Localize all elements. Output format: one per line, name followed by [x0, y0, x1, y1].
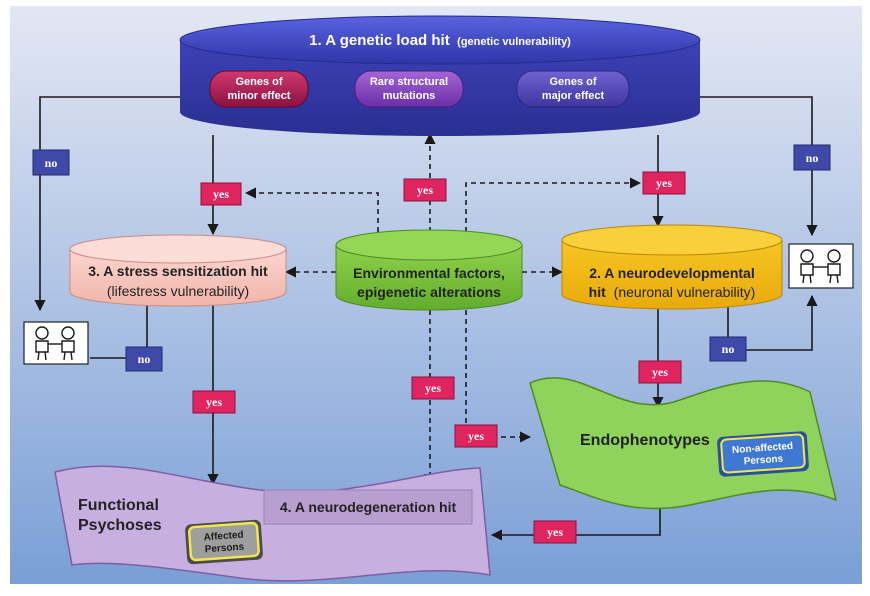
svg-text:Persons: Persons: [204, 542, 245, 556]
neurodev-line2: hit (neuronal vulnerability): [589, 284, 756, 300]
svg-text:Persons: Persons: [743, 454, 784, 468]
badge-no-right-lower: no: [709, 336, 747, 362]
stress-line1: 3. A stress sensitization hit: [88, 263, 268, 279]
non-affected-persons-badge: Non-affected Persons: [717, 431, 809, 477]
connector-neurodev-to-right-children: [727, 294, 818, 351]
badge-no-left-lower: no: [125, 346, 163, 372]
svg-text:no: no: [45, 156, 58, 170]
badge-yes-env-down: yes: [411, 376, 455, 400]
affected-persons-badge: Affected Persons: [185, 519, 263, 565]
connector-genetic-to-right-children: [690, 96, 818, 237]
svg-text:no: no: [806, 151, 819, 165]
svg-text:yes: yes: [652, 365, 668, 379]
svg-text:yes: yes: [547, 525, 563, 539]
svg-text:yes: yes: [213, 187, 229, 201]
svg-text:yes: yes: [206, 395, 222, 409]
psychoses-label-line1: Functional: [78, 497, 159, 514]
badge-yes-neurodev-down: yes: [638, 360, 682, 384]
svg-text:yes: yes: [417, 183, 433, 197]
dashed-env-to-left-yes: [244, 187, 379, 232]
stress-line2: (lifestress vulnerability): [107, 283, 249, 299]
left-children-icon: [23, 321, 89, 365]
pill-rare-structural-mutations: Rare structural mutations: [354, 70, 464, 108]
dashed-env-to-right-yes: [465, 177, 642, 232]
badge-yes-right-top: yes: [642, 171, 686, 195]
svg-text:Genes of: Genes of: [235, 76, 282, 88]
svg-text:minor effect: minor effect: [228, 90, 291, 102]
connector-genetic-to-left-children: [34, 96, 190, 312]
environment-line1: Environmental factors,: [353, 265, 505, 281]
genetic-load-cylinder: 1. A genetic load hit (genetic vulnerabi…: [179, 15, 701, 136]
svg-text:Rare structural: Rare structural: [370, 76, 448, 88]
svg-text:Affected: Affected: [203, 530, 244, 544]
right-children-icon: [788, 243, 854, 289]
badge-no-left: no: [32, 149, 70, 176]
badge-yes-center-top: yes: [403, 178, 447, 202]
neurodegeneration-box: [263, 489, 473, 525]
pill-genes-major-effect: Genes of major effect: [516, 70, 630, 108]
badge-yes-stress-down: yes: [192, 390, 236, 414]
neurodevelopmental-cylinder: 2. A neurodevelopmental hit (neuronal vu…: [561, 224, 783, 310]
svg-text:yes: yes: [425, 381, 441, 395]
badge-yes-env-to-endo: yes: [454, 424, 498, 448]
pill-genes-minor-effect: Genes of minor effect: [209, 70, 309, 108]
svg-text:no: no: [138, 352, 151, 366]
badge-yes-left-top: yes: [200, 182, 242, 206]
svg-text:mutations: mutations: [383, 90, 436, 102]
environment-cylinder: Environmental factors, epigenetic altera…: [335, 229, 523, 311]
svg-text:yes: yes: [468, 429, 484, 443]
badge-yes-endo-to-psychoses: yes: [533, 520, 577, 544]
psychoses-banner: Functional Psychoses 4. A neurodegenerat…: [54, 465, 491, 582]
stress-sensitization-cylinder: 3. A stress sensitization hit (lifestres…: [69, 234, 287, 307]
endophenotypes-banner: Endophenotypes Non-affected Persons: [529, 377, 838, 510]
svg-text:yes: yes: [656, 176, 672, 190]
psychoses-label-line2: Psychoses: [78, 517, 162, 534]
neurodev-line1: 2. A neurodevelopmental: [589, 265, 754, 281]
svg-text:Non-affected: Non-affected: [732, 441, 794, 456]
svg-text:no: no: [722, 342, 735, 356]
svg-text:Genes of: Genes of: [549, 76, 596, 88]
neurodegeneration-label: 4. A neurodegeneration hit: [280, 499, 457, 515]
svg-text:major effect: major effect: [542, 90, 605, 102]
genetic-title: 1. A genetic load hit (genetic vulnerabi…: [309, 32, 571, 49]
badge-no-right: no: [793, 144, 831, 171]
environment-line2: epigenetic alterations: [357, 284, 501, 300]
endophenotypes-label: Endophenotypes: [580, 432, 710, 449]
